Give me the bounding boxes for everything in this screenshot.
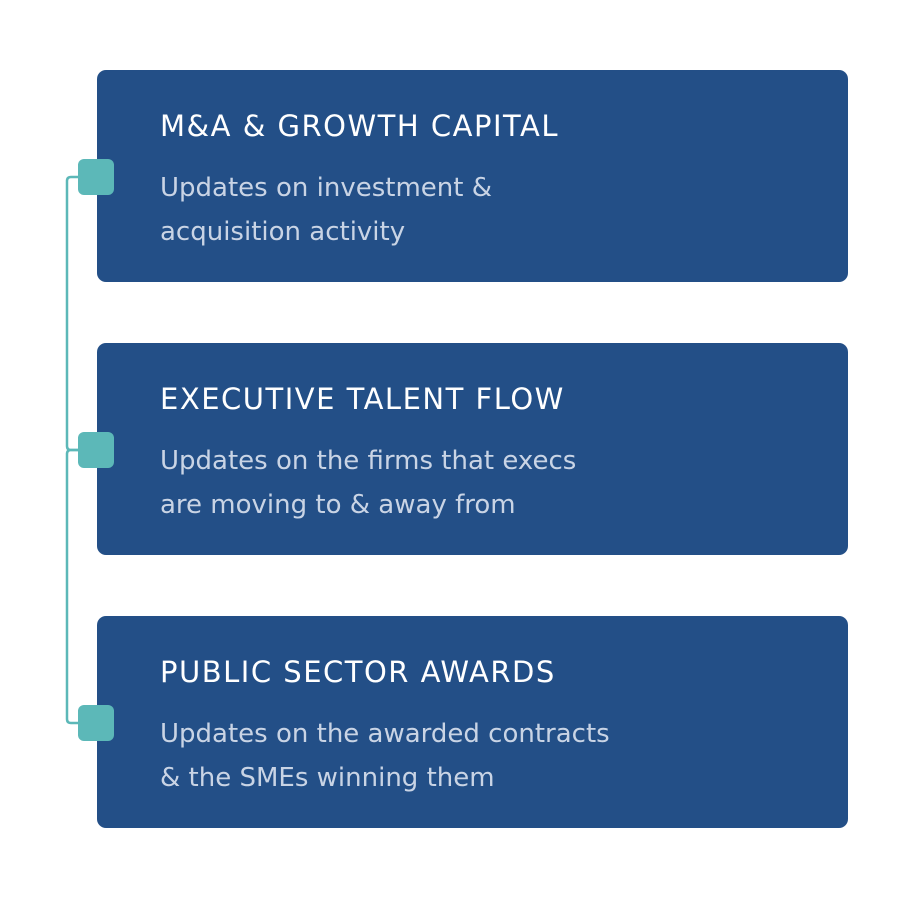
- timeline-node-2: [78, 432, 114, 468]
- card-title: M&A & GROWTH CAPITAL: [160, 109, 559, 143]
- card-description: Updates on investment & acquisition acti…: [160, 166, 720, 254]
- card-mna-growth-capital: M&A & GROWTH CAPITAL Updates on investme…: [97, 70, 848, 282]
- card-executive-talent-flow: EXECUTIVE TALENT FLOW Updates on the fir…: [97, 343, 848, 555]
- timeline-node-3: [78, 705, 114, 741]
- timeline-node-1: [78, 159, 114, 195]
- card-public-sector-awards: PUBLIC SECTOR AWARDS Updates on the awar…: [97, 616, 848, 828]
- card-description-line: Updates on the awarded contracts: [160, 719, 610, 749]
- card-description: Updates on the awarded contracts & the S…: [160, 712, 720, 800]
- card-title: PUBLIC SECTOR AWARDS: [160, 655, 556, 689]
- card-description-line: acquisition activity: [160, 217, 406, 247]
- card-description: Updates on the firms that execs are movi…: [160, 439, 720, 527]
- card-description-line: are moving to & away from: [160, 490, 516, 520]
- card-description-line: & the SMEs winning them: [160, 763, 495, 793]
- connector-line-2: [65, 448, 78, 725]
- connector-line-1: [65, 175, 78, 452]
- card-title: EXECUTIVE TALENT FLOW: [160, 382, 565, 416]
- card-description-line: Updates on the firms that execs: [160, 446, 577, 476]
- card-description-line: Updates on investment &: [160, 173, 492, 203]
